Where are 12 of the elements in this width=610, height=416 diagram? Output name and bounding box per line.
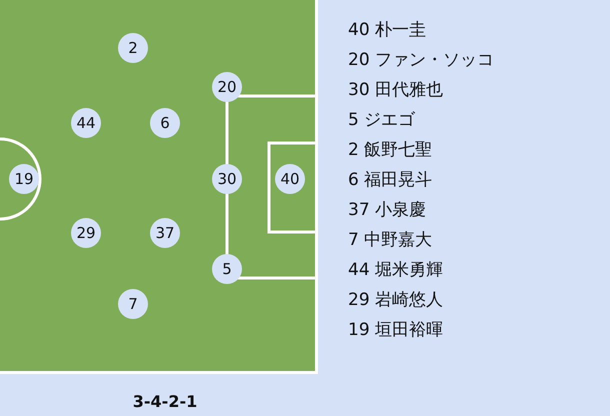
roster-entry: 37 小泉慶 [348, 199, 426, 221]
roster-entry: 29 岩崎悠人 [348, 289, 444, 311]
roster-entry: 7 中野嘉大 [348, 229, 432, 251]
roster-entry: 30 田代雅也 [348, 79, 444, 101]
roster-entry: 19 垣田裕暉 [348, 319, 444, 341]
roster-entry: 2 飯野七聖 [348, 139, 432, 161]
roster-entry: 40 朴一圭 [348, 19, 426, 41]
roster-entry: 6 福田晃斗 [348, 169, 432, 191]
roster-entry: 44 堀米勇輝 [348, 259, 444, 281]
caption-text: 3-4-2-1 [132, 392, 198, 411]
roster-entry: 5 ジエゴ [348, 109, 416, 131]
roster-entry: 20 ファン・ソッコ [348, 49, 494, 71]
